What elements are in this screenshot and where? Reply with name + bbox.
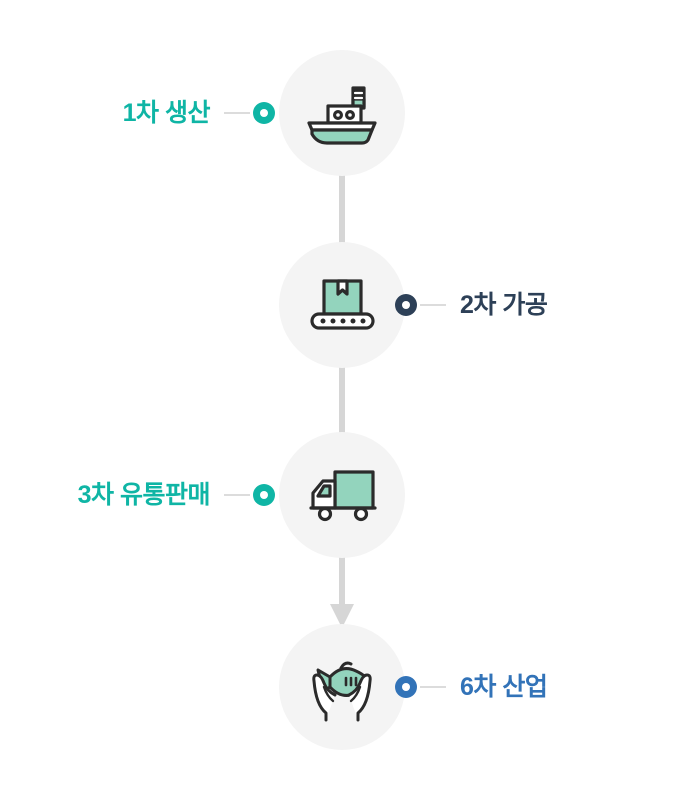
step-3-dot[interactable] (253, 484, 275, 506)
step-2: 2차 가공 (0, 242, 680, 368)
conveyor-box-icon (304, 272, 380, 338)
connector-step1-step2 (336, 172, 348, 248)
step-3-dot-center (260, 491, 268, 499)
step-1-dot-center (260, 109, 268, 117)
connector-stem (339, 362, 345, 438)
connector-step2-step3 (336, 362, 348, 438)
ship-icon (303, 78, 381, 148)
step-4-label: 6차 산업 (460, 673, 548, 701)
step-4-leader-line (420, 686, 446, 688)
step-1-leader-line (224, 112, 250, 114)
step-4-icon-circle (279, 624, 405, 750)
step-3-label: 3차 유통판매 (77, 481, 211, 509)
connector-arrow-step3-step4 (330, 552, 354, 628)
step-2-label: 2차 가공 (460, 291, 548, 319)
step-2-icon-circle (279, 242, 405, 368)
fish-in-hands-icon (304, 651, 380, 723)
step-1-icon-circle (279, 50, 405, 176)
step-1-marker: 1차 생산 (123, 100, 275, 126)
step-2-marker: 2차 가공 (395, 291, 548, 319)
step-2-dot[interactable] (395, 294, 417, 316)
step-3: 3차 유통판매 (0, 432, 680, 558)
step-1-dot[interactable] (253, 102, 275, 124)
step-1: 1차 생산 (0, 50, 680, 176)
step-4-dot[interactable] (395, 676, 417, 698)
step-2-leader-line (420, 304, 446, 306)
connector-stem (339, 552, 345, 604)
step-4: 6차 산업 (0, 624, 680, 750)
step-1-label: 1차 생산 (122, 99, 211, 127)
step-3-icon-circle (279, 432, 405, 558)
step-3-marker: 3차 유통판매 (78, 482, 275, 508)
connector-stem (339, 172, 345, 248)
step-4-dot-center (402, 683, 410, 691)
step-3-leader-line (224, 494, 250, 496)
step-2-dot-center (402, 301, 410, 309)
step-4-marker: 6차 산업 (395, 673, 548, 701)
delivery-truck-icon (304, 463, 380, 527)
